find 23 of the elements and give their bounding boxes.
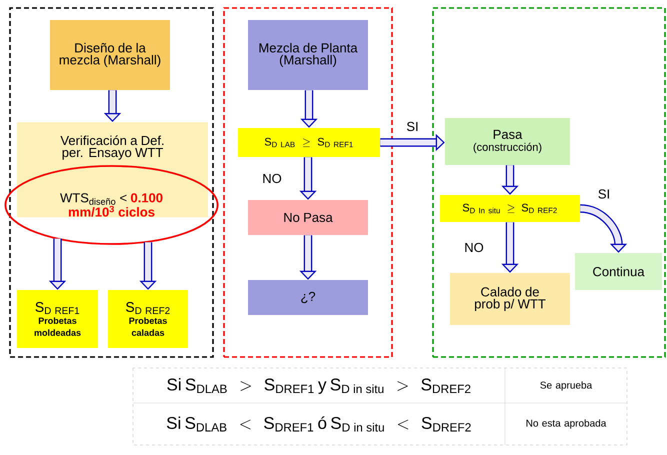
table-cell: $\mathrm{Si\ S}_{\mathrm{DLAB}} < \mathrm{S}_{\mathrm{DREF1}}\ \mathrm{ó}\ \mathrm{S}_{\mathrm{D\ in\ situ}} < \mathrm{S}_{\mathrm{DREF2}}$ bbox=[166, 416, 471, 432]
result-box: $\mathrm{S}_{\mathrm{D\ REF1}}$ Probetas moldeadas bbox=[17, 290, 98, 348]
arrow bbox=[580, 204, 628, 253]
group-frame bbox=[9, 7, 214, 358]
result-box: $\mathrm{S}_{\mathrm{D\ REF2}}$ Probetas caladas bbox=[108, 290, 188, 348]
process-box: Calado de prob p/ WTT bbox=[450, 273, 570, 325]
process-box: Diseño de la mezcla (Marshall) bbox=[50, 20, 170, 90]
process-box: Mezcla de Planta (Marshall) bbox=[248, 20, 368, 90]
edge-label: SI bbox=[405, 120, 420, 132]
process-box: No Pasa bbox=[248, 200, 368, 235]
condition-box: $\mathrm{S}_{\mathrm{D\ In\ situ}} \geq \mathrm{S}_{\mathrm{D\ REF2}}$ bbox=[440, 195, 580, 222]
table-cell: Se aprueba bbox=[540, 381, 592, 391]
edge-label: NO bbox=[261, 172, 283, 184]
group-frame bbox=[432, 7, 666, 358]
process-box: ¿? bbox=[248, 280, 368, 315]
edge-label: NO bbox=[463, 242, 485, 254]
table-cell: $\mathrm{Si\ S}_{\mathrm{DLAB}} > \mathrm{S}_{\mathrm{DREF1}}\ \mathrm{y}\ \mathrm{S}_{\mathrm{D\ in\ situ}} > \mathrm{S}_{\mathrm{DREF2}}$ bbox=[167, 378, 470, 394]
group-frame bbox=[223, 7, 393, 358]
process-box: Continua bbox=[575, 253, 662, 290]
process-box: Pasa (construcción) bbox=[445, 118, 570, 165]
condition-box: $\mathrm{S}_{\mathrm{D\ LAB}} \geq \mathrm{S}_{\mathrm{D\ REF1}}$ bbox=[238, 128, 380, 157]
table-cell: No esta aprobada bbox=[526, 419, 606, 429]
edge-label: SI bbox=[596, 188, 612, 200]
